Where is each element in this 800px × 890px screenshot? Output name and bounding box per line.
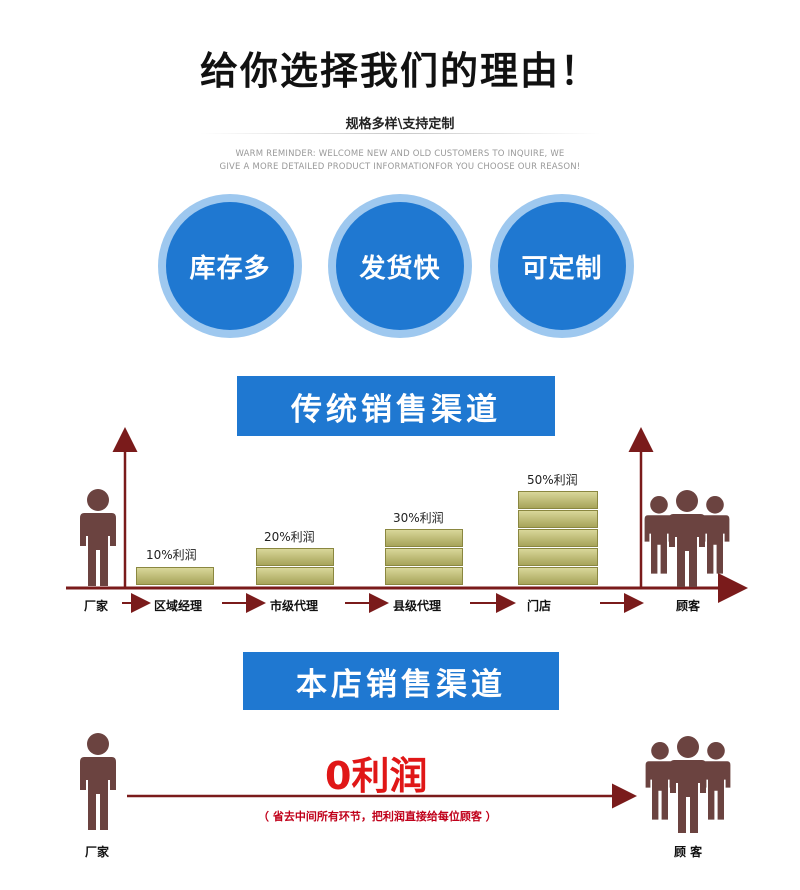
feature-badge-fast-shipping: 发货快: [336, 202, 464, 330]
traditional-channel-banner: 传统销售渠道: [237, 376, 555, 436]
coin-layer: [136, 567, 214, 585]
factory-person-icon: [80, 489, 116, 586]
coin-layer: [385, 548, 463, 566]
our-label-factory: 厂家: [85, 845, 110, 859]
stage-label-regional-manager: 区域经理: [154, 599, 203, 613]
zero-profit-text: 0利润: [325, 754, 428, 798]
stage-label-factory: 厂家: [84, 599, 109, 613]
profit-label-regional: 10%利润: [146, 548, 197, 562]
our-channel-banner: 本店销售渠道: [243, 652, 559, 710]
profit-label-county: 30%利润: [393, 511, 444, 525]
coin-layer: [385, 567, 463, 585]
coin-layer: [518, 548, 598, 566]
divider: [200, 133, 600, 134]
feature-badge-stock: 库存多: [166, 202, 294, 330]
profit-label-city: 20%利润: [264, 530, 315, 544]
stage-label-customer: 顾客: [676, 599, 701, 613]
warm-reminder: WARM REMINDER: WELCOME NEW AND OLD CUSTO…: [0, 148, 800, 174]
direct-channel-note: （ 省去中间所有环节，把利润直接给每位顾客 ）: [258, 810, 497, 823]
warm-reminder-line-1: WARM REMINDER: WELCOME NEW AND OLD CUSTO…: [235, 149, 565, 159]
coin-layer: [256, 567, 334, 585]
customers-group-icon-2: [645, 736, 731, 833]
warm-reminder-line-2: GIVE A MORE DETAILED PRODUCT INFORMATION…: [219, 162, 581, 172]
coin-layer: [518, 510, 598, 528]
coin-layer: [518, 491, 598, 509]
feature-badge-customizable: 可定制: [498, 202, 626, 330]
stage-label-store: 门店: [527, 599, 552, 613]
coin-layer: [518, 567, 598, 585]
page-title: 给你选择我们的理由！: [199, 48, 600, 93]
our-label-customer: 顾 客: [674, 845, 703, 859]
coin-layer: [385, 529, 463, 547]
page-subtitle: 规格多样\支持定制: [345, 117, 455, 132]
stage-label-city-agent: 市级代理: [270, 599, 319, 613]
coin-layer: [518, 529, 598, 547]
factory-person-icon-2: [80, 733, 116, 830]
coin-layer: [256, 548, 334, 566]
customers-group-icon: [644, 490, 730, 587]
stage-label-county-agent: 县级代理: [393, 599, 442, 613]
profit-label-store: 50%利润: [527, 473, 578, 487]
